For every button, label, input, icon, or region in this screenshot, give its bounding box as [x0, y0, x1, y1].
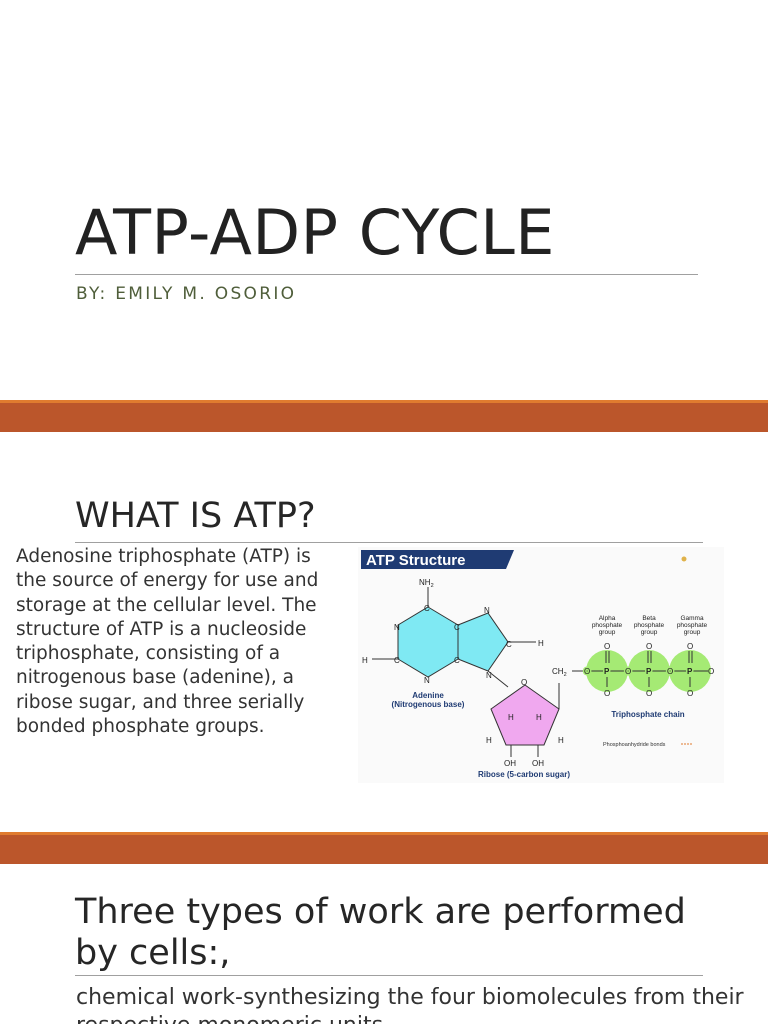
alpha-label: Alpha	[599, 615, 616, 622]
atom-n: N	[394, 623, 400, 632]
atom-h: H	[538, 639, 544, 648]
atom-oh: OH	[532, 759, 544, 768]
slide-body-text: Adenosine triphosphate (ATP) is the sour…	[16, 546, 319, 738]
slide-title: Three types of work are performed by cel…	[75, 892, 686, 973]
slide-divider	[0, 832, 768, 864]
atom-h: H	[536, 713, 542, 722]
atom-oh: OH	[504, 759, 516, 768]
slide-divider-accent	[0, 832, 768, 835]
slide-title: WHAT IS ATP?	[75, 496, 316, 536]
atom-o: O	[646, 689, 652, 698]
diagram-heading: ATP Structure	[366, 552, 465, 569]
beta-label: group	[641, 629, 658, 636]
atom-n: N	[424, 676, 430, 685]
title-underline	[75, 274, 698, 275]
slide-divider-accent	[0, 400, 768, 403]
title-underline	[75, 542, 703, 543]
atom-ch2: CH2	[552, 667, 567, 678]
presentation-author: BY: EMILY M. OSORIO	[76, 284, 297, 304]
atom-c: C	[394, 656, 400, 665]
gamma-label: group	[684, 629, 701, 636]
atom-o: O	[584, 667, 590, 676]
gamma-label: phosphate	[677, 622, 708, 629]
presentation-title: ATP-ADP CYCLE	[75, 196, 555, 269]
title-slide: ATP-ADP CYCLE BY: EMILY M. OSORIO	[0, 0, 768, 400]
alpha-label: phosphate	[592, 622, 623, 629]
what-is-atp-slide: WHAT IS ATP? Adenosine triphosphate (ATP…	[0, 432, 768, 832]
adenine-sublabel: (Nitrogenous base)	[392, 700, 465, 709]
atom-h: H	[558, 736, 564, 745]
types-of-work-slide: Three types of work are performed by cel…	[0, 864, 768, 1024]
title-underline	[75, 975, 703, 976]
phosphoanhydride-bonds-label: Phosphoanhydride bonds	[603, 742, 666, 748]
ribose-ring	[490, 684, 560, 746]
atom-n: N	[484, 606, 490, 615]
atom-c: C	[454, 656, 460, 665]
atom-o: O	[521, 678, 527, 687]
adenine-six-ring	[397, 606, 459, 678]
atom-p: P	[687, 667, 693, 676]
ribose-label: Ribose (5-carbon sugar)	[478, 770, 570, 779]
atp-structure-diagram: ATP Structure NH2 C N C N C H C H C N N …	[358, 547, 724, 783]
diagram-heading-banner	[361, 550, 514, 569]
adenine-five-ring	[457, 612, 509, 672]
atom-h: H	[486, 736, 492, 745]
watermark-logo-icon	[681, 556, 687, 562]
beta-label: phosphate	[634, 622, 665, 629]
atom-c: C	[454, 623, 460, 632]
atom-o: O	[708, 667, 714, 676]
atom-p: P	[604, 667, 610, 676]
atom-h: H	[362, 656, 368, 665]
slide-divider	[0, 400, 768, 432]
atom-o: O	[667, 667, 673, 676]
glycosidic-bond	[487, 670, 509, 688]
beta-label: Beta	[642, 615, 656, 622]
atom-c: C	[424, 604, 430, 613]
atom-nh2: NH2	[419, 578, 434, 589]
atom-p: P	[646, 667, 652, 676]
gamma-label: Gamma	[680, 615, 704, 622]
adenine-label: Adenine	[412, 691, 444, 700]
atom-o: O	[646, 642, 652, 651]
triphosphate-chain-label: Triphosphate chain	[611, 710, 684, 719]
atom-o: O	[625, 667, 631, 676]
atom-o: O	[604, 642, 610, 651]
alpha-label: group	[599, 629, 616, 636]
atom-o: O	[687, 689, 693, 698]
atom-n: N	[486, 671, 492, 680]
atom-c: C	[506, 640, 512, 649]
atom-o: O	[687, 642, 693, 651]
atom-h: H	[508, 713, 514, 722]
slide-body-text: chemical work-synthesizing the four biom…	[76, 985, 744, 1024]
atom-o: O	[604, 689, 610, 698]
